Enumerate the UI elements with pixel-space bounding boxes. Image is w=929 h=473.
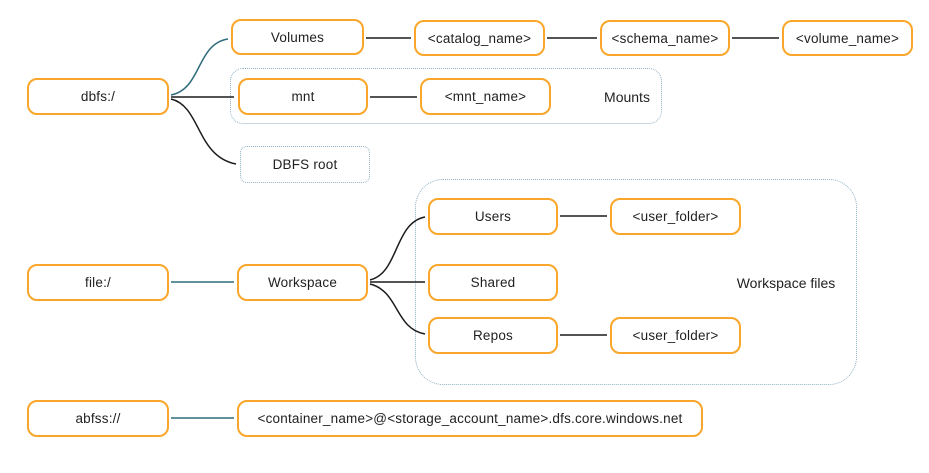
node-workspace-label: Workspace [267,275,338,290]
node-repos: Repos [428,317,558,354]
node-container-path: <container_name>@<storage_account_name>.… [237,400,703,437]
node-dbfs-root: DBFS root [240,146,370,183]
node-shared: Shared [428,264,558,301]
node-file: file:/ [27,264,169,301]
node-catalog-name-label: <catalog_name> [427,30,532,46]
edge-dbfs-dbfsroot [170,98,237,165]
node-schema-name: <schema_name> [600,20,730,56]
node-schema-name-label: <schema_name> [611,30,719,46]
node-users: Users [428,198,558,235]
node-abfss-label: abfss:// [75,411,121,426]
node-mnt-name: <mnt_name> [420,78,551,115]
node-user-folder-bottom: <user_folder> [610,317,741,354]
node-user-folder-bottom-label: <user_folder> [632,328,719,343]
edge-dbfs-volumes [170,38,229,96]
node-volume-name: <volume_name> [782,20,913,56]
node-user-folder-top-label: <user_folder> [632,209,719,224]
node-mnt: mnt [238,78,368,115]
node-dbfs: dbfs:/ [27,78,169,115]
node-user-folder-top: <user_folder> [610,198,741,235]
node-dbfs-label: dbfs:/ [80,89,116,104]
node-mnt-label: mnt [291,89,315,104]
mounts-group-outline [230,68,662,124]
mounts-group-label: Mounts [604,89,650,105]
node-volume-name-label: <volume_name> [795,30,900,46]
node-volumes: Volumes [231,19,364,55]
workspace-files-group-label: Workspace files [736,275,836,291]
node-file-label: file:/ [85,275,111,290]
node-dbfs-root-label: DBFS root [272,157,338,172]
node-mnt-name-label: <mnt_name> [444,89,527,104]
node-shared-label: Shared [470,275,516,290]
node-volumes-label: Volumes [270,29,325,45]
node-catalog-name: <catalog_name> [414,20,545,56]
node-users-label: Users [474,209,512,224]
node-workspace: Workspace [237,264,368,301]
node-abfss: abfss:// [27,400,169,437]
node-container-path-label: <container_name>@<storage_account_name>.… [257,411,683,426]
node-repos-label: Repos [472,328,514,343]
